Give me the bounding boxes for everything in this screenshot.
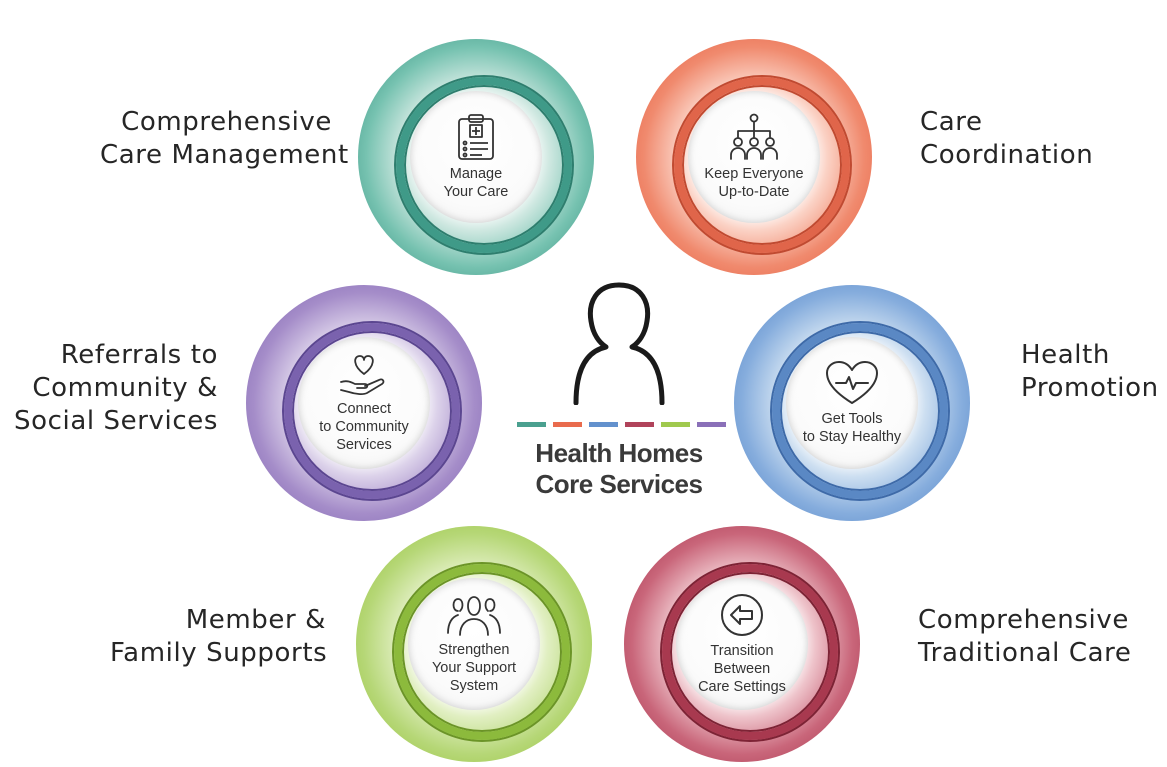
org-chart-people-icon xyxy=(730,113,778,160)
arrow-left-circle-icon xyxy=(721,594,763,636)
center-title: Health Homes Core Services xyxy=(519,438,719,500)
label-line: Social Services xyxy=(14,406,218,436)
color-bar xyxy=(517,422,726,427)
service-name: Connect to Community Services xyxy=(319,400,408,454)
label-line: Member & xyxy=(185,605,326,635)
service-line: Manage xyxy=(449,166,503,182)
color-bar-segment xyxy=(589,422,618,427)
ring xyxy=(396,77,572,253)
clipboard-icon xyxy=(458,114,494,160)
service-line: to Community xyxy=(319,419,409,435)
color-bar-segment xyxy=(697,422,726,427)
label-comprehensive-care-management: Comprehensive Care Management xyxy=(100,106,349,172)
circle-keep-everyone-up-to-date: Keep Everyone Up-to-Date xyxy=(636,39,872,275)
service-line: Your Care xyxy=(443,184,509,200)
ring xyxy=(772,323,948,499)
ring xyxy=(662,564,838,740)
circle-manage-your-care: Manage Your Care xyxy=(358,39,594,275)
ring xyxy=(394,564,570,740)
service-line: Up-to-Date xyxy=(718,184,790,200)
circle-inner: Keep Everyone Up-to-Date xyxy=(688,91,820,223)
label-care-coordination: Care Coordination xyxy=(920,106,1093,172)
circle-connect-to-community-services: Connect to Community Services xyxy=(246,285,482,521)
heart-pulse-icon xyxy=(826,361,878,404)
service-line: Between xyxy=(713,661,771,677)
service-line: Transition xyxy=(710,643,774,659)
label-health-promotion: Health Promotion xyxy=(1021,339,1159,405)
color-bar-segment xyxy=(517,422,546,427)
people-group-icon xyxy=(447,596,501,636)
ring xyxy=(674,77,850,253)
circle-strengthen-your-support-system: Strengthen Your Support System xyxy=(356,526,592,762)
service-name: Get Tools to Stay Healthy xyxy=(803,410,901,446)
service-name: Manage Your Care xyxy=(444,165,509,201)
heart-in-hand-icon xyxy=(340,355,385,395)
circle-inner: Strengthen Your Support System xyxy=(408,578,540,710)
service-name: Keep Everyone Up-to-Date xyxy=(704,165,803,201)
circle-inner: Connect to Community Services xyxy=(298,337,430,469)
title-line: Health Homes xyxy=(535,438,703,468)
service-line: Strengthen xyxy=(438,642,510,658)
ring xyxy=(284,323,460,499)
color-bar-segment xyxy=(661,422,690,427)
service-line: Get Tools xyxy=(821,411,883,427)
circle-transition-between-care-settings: Transition Between Care Settings xyxy=(624,526,860,762)
person-outline-icon xyxy=(573,282,665,405)
service-line: Care Settings xyxy=(698,679,786,695)
label-line: Coordination xyxy=(920,140,1094,170)
title-line: Core Services xyxy=(535,469,703,499)
service-line: Connect xyxy=(336,401,391,417)
circle-get-tools-to-stay-healthy: Get Tools to Stay Healthy xyxy=(734,285,970,521)
label-line: Health xyxy=(1021,340,1110,370)
service-name: Transition Between Care Settings xyxy=(698,642,786,696)
label-line: Referrals to xyxy=(60,340,218,370)
label-line: Comprehensive xyxy=(918,605,1129,635)
label-member-family-supports: Member & Family Supports xyxy=(110,604,328,670)
service-line: to Stay Healthy xyxy=(802,429,902,445)
label-referrals: Referrals to Community & Social Services xyxy=(4,339,218,438)
service-line: Services xyxy=(336,437,392,453)
circle-inner: Transition Between Care Settings xyxy=(676,578,808,710)
service-line: System xyxy=(449,678,499,694)
label-line: Comprehensive xyxy=(121,107,332,137)
label-line: Promotion xyxy=(1021,373,1159,403)
label-line: Care Management xyxy=(100,140,349,170)
label-comprehensive-traditional-care: Comprehensive Traditional Care xyxy=(918,604,1131,670)
service-line: Keep Everyone xyxy=(704,166,804,182)
circle-inner: Manage Your Care xyxy=(410,91,542,223)
label-line: Care xyxy=(920,107,983,137)
service-line: Your Support xyxy=(431,660,517,676)
color-bar-segment xyxy=(625,422,654,427)
label-line: Family Supports xyxy=(110,638,328,668)
label-line: Traditional Care xyxy=(918,638,1132,668)
color-bar-segment xyxy=(553,422,582,427)
label-line: Community & xyxy=(32,373,218,403)
service-name: Strengthen Your Support System xyxy=(432,641,516,695)
circle-inner: Get Tools to Stay Healthy xyxy=(786,337,918,469)
